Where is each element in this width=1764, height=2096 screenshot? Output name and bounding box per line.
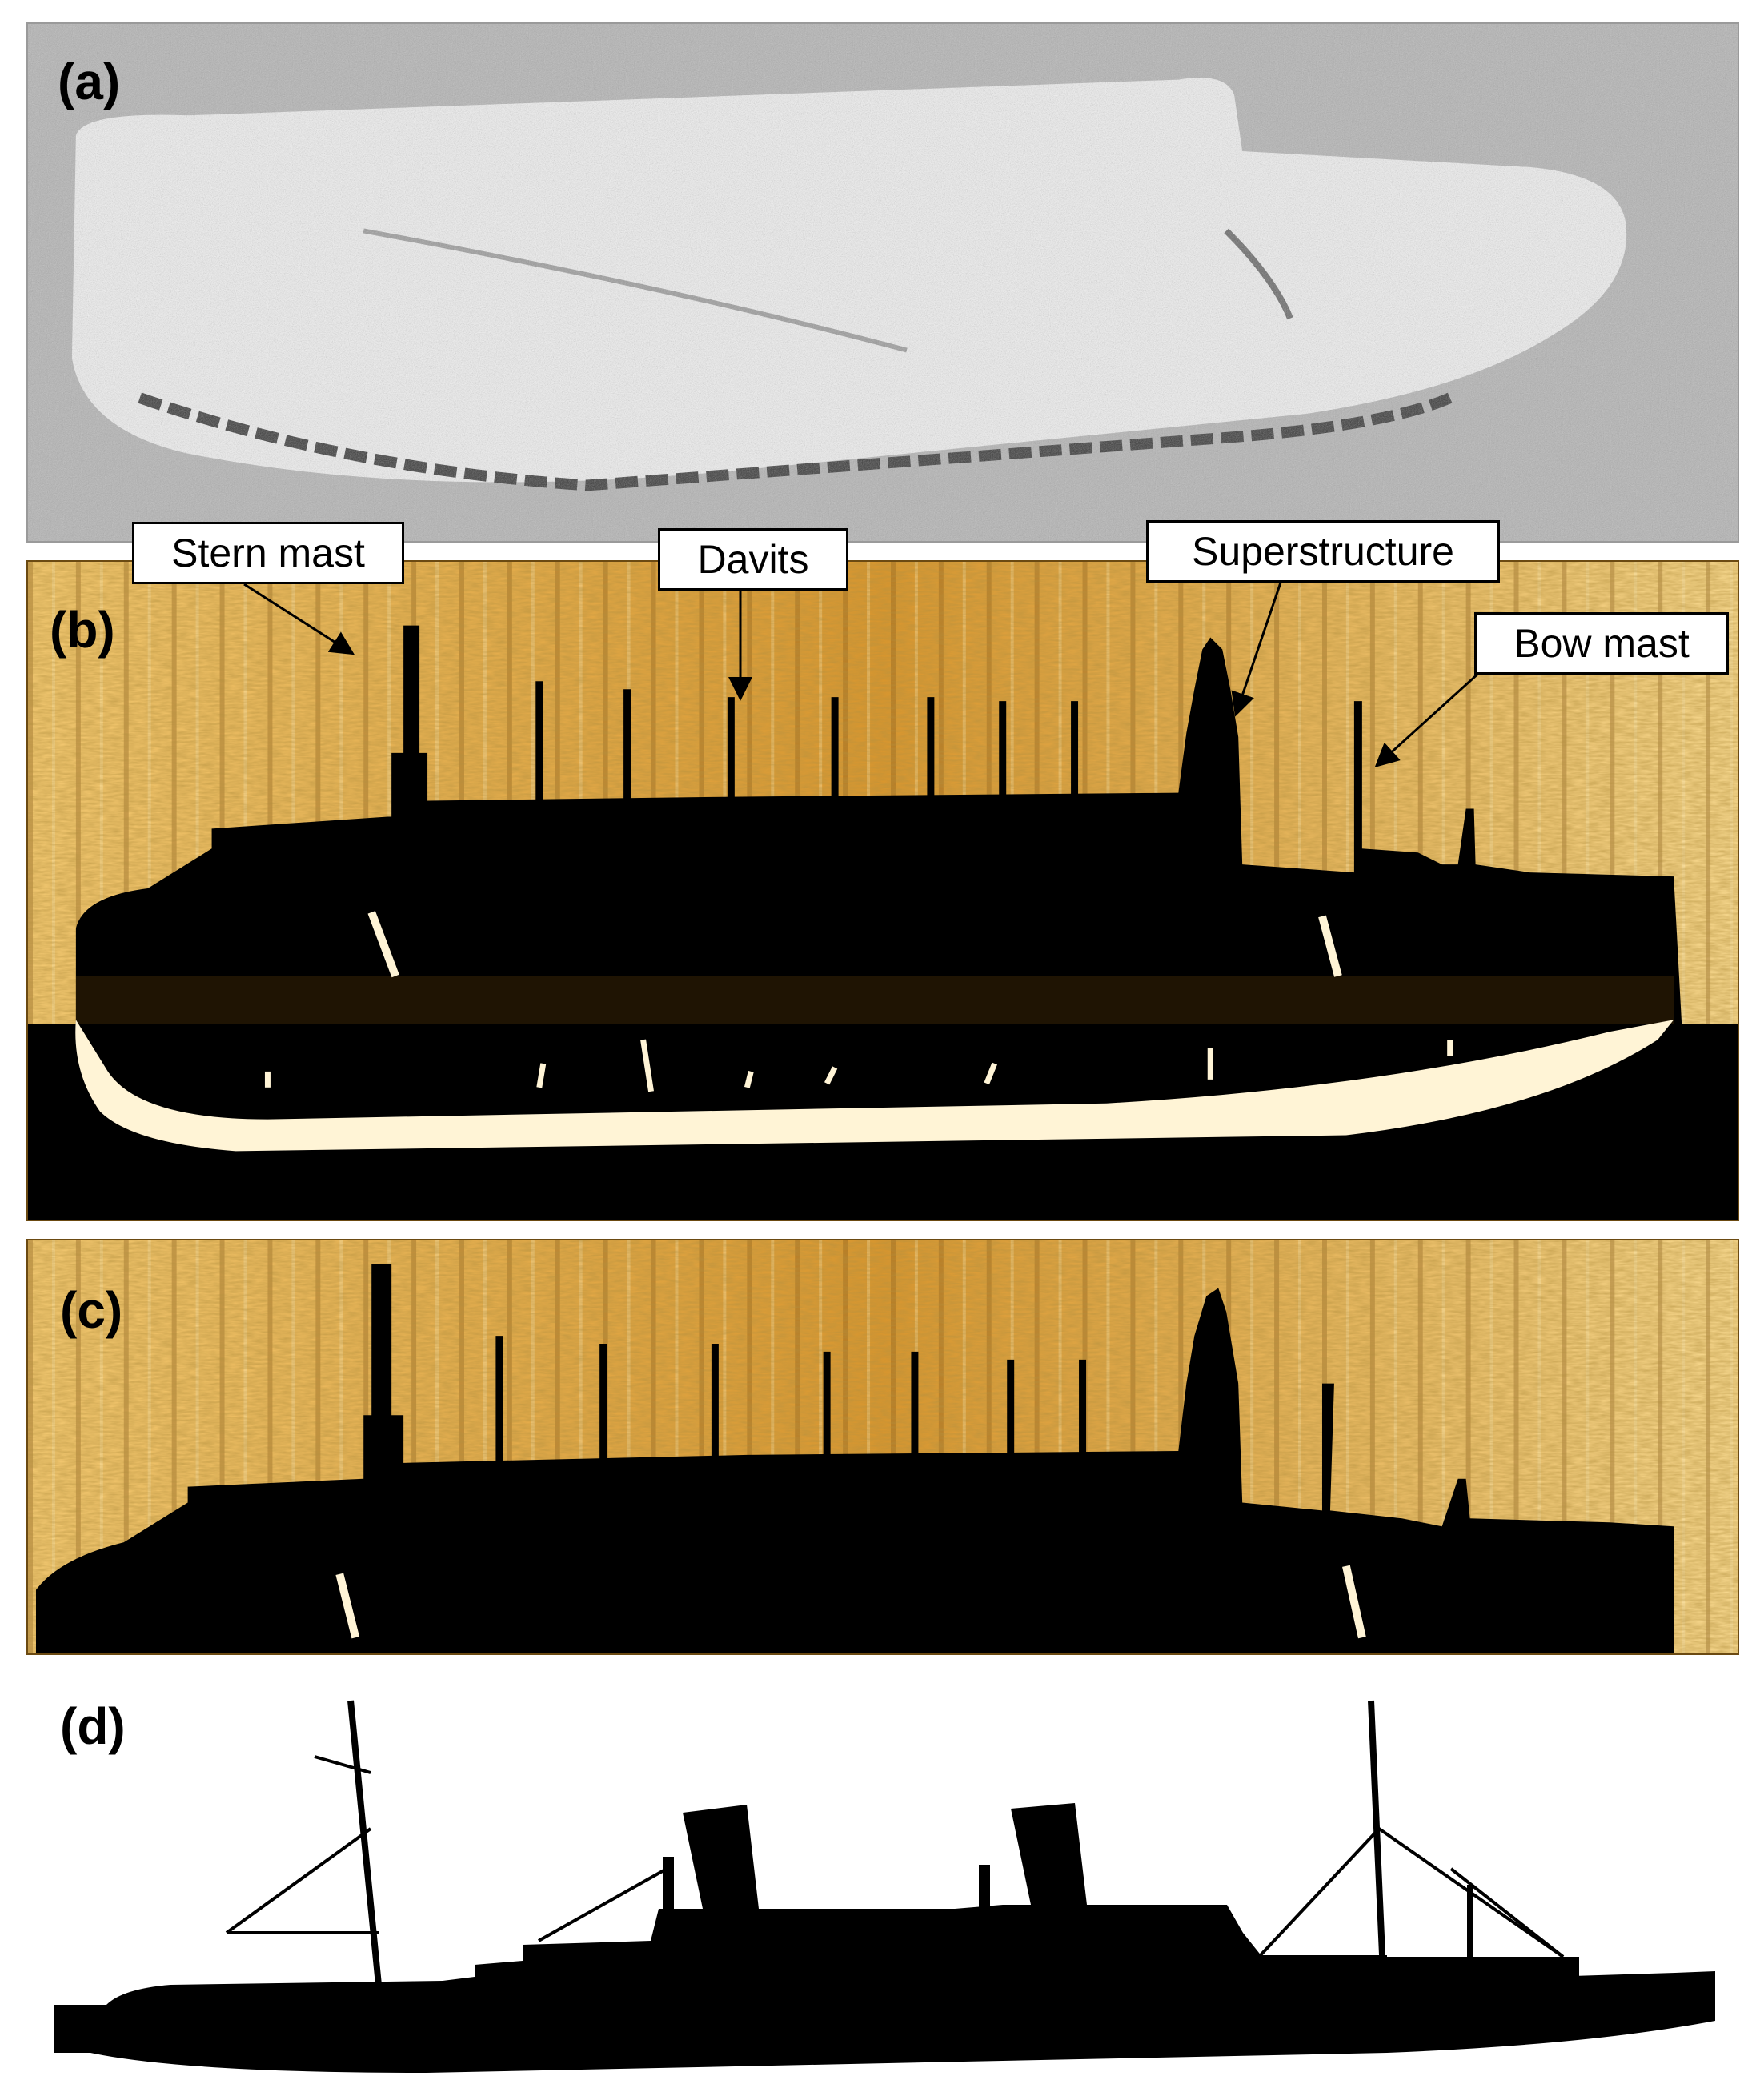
sonar-image-cropped [28, 1240, 1738, 1653]
stern-mast-callout: Stern mast [132, 522, 404, 584]
davits-callout: Davits [658, 528, 848, 591]
hull [54, 1905, 1715, 2073]
deck-reflection-spikes [264, 1039, 1453, 1092]
panel-label-c: (c) [60, 1281, 123, 1339]
funnel-fwd [1011, 1803, 1087, 1905]
panel-a-grayscale-sonar [26, 22, 1739, 543]
panel-d-ship-silhouette [26, 1669, 1739, 2085]
davit-posts [535, 681, 1079, 825]
ship-shadow-cropped [35, 1264, 1674, 1653]
panel-label-b: (b) [50, 601, 115, 659]
bow-mast [1368, 1700, 1386, 1974]
bow-mast-callout: Bow mast [1474, 612, 1729, 675]
ship-shadow [75, 625, 1682, 1024]
panel-c-sonar-cropped [26, 1239, 1739, 1655]
hull-reflection [75, 1020, 1674, 1152]
ship-silhouette [54, 1700, 1715, 2073]
funnel-aft [683, 1805, 759, 1909]
panel-label-a: (a) [58, 53, 121, 110]
grayscale-sonar-image [28, 24, 1738, 541]
superstructure-callout: Superstructure [1146, 520, 1500, 583]
panel-label-d: (d) [60, 1697, 126, 1755]
stern-mast [347, 1700, 382, 1986]
